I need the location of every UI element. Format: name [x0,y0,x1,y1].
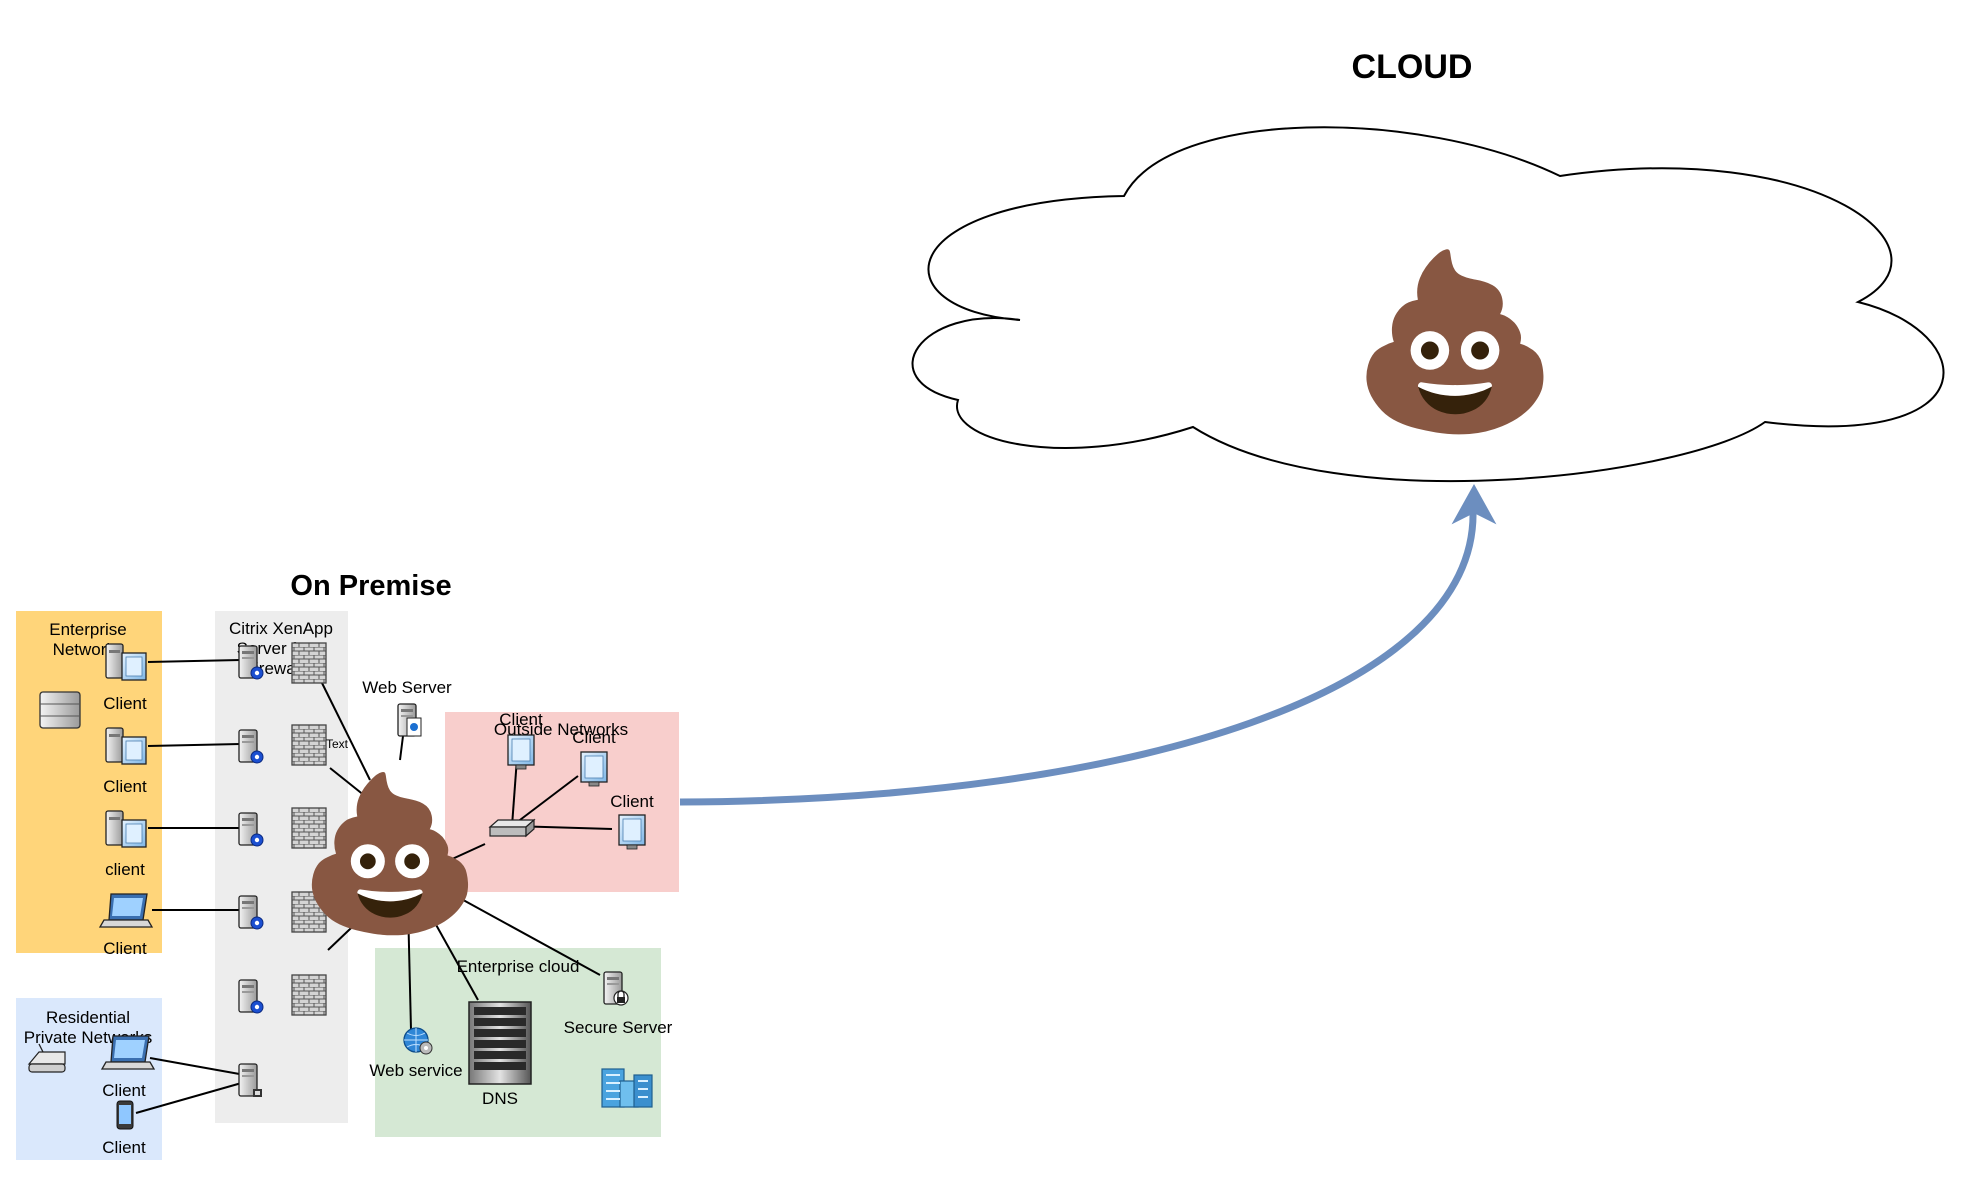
outside-client-icon-2[interactable] [580,751,608,787]
text-placeholder-label: Text [326,737,349,751]
residential-router-icon[interactable] [27,1043,66,1073]
cloud-connector-arrowhead [1451,483,1497,525]
outside-client-label-3: Client [610,792,654,811]
enterprise-cloud-label: Enterprise cloud [457,957,580,976]
web-server-icon[interactable] [397,703,422,737]
outside-client-icon-1[interactable] [507,734,535,770]
cloud-shape [911,126,1945,483]
enterprise-storage-icon [39,691,81,729]
enterprise-client-label-4: Client [103,939,147,958]
cloud-poop-emoji: 💩 [1349,243,1561,441]
firewall-icon-1 [291,642,327,684]
switch-icon[interactable] [488,818,536,838]
cloud-title: CLOUD [1352,48,1473,86]
enterprise-client-label-3: client [105,860,145,879]
buildings-icon [601,1068,653,1108]
outside-client-label-1: Client [499,710,543,729]
outside-networks-label: Outside Networks [494,720,628,739]
gateway-server-icon[interactable] [238,1063,262,1097]
outside-networks-zone [445,712,679,892]
web-server-label: Web Server [362,678,452,697]
secure-server-label: Secure Server [564,1018,673,1037]
citrix-zone [215,611,348,1123]
firewall-icon-2 [291,724,327,766]
cloud-connector-arrow [679,509,1477,806]
outside-client-icon-3[interactable] [618,814,646,850]
dns-label: DNS [482,1089,518,1108]
residential-client-label-1: Client [102,1081,146,1100]
web-service-globe-icon[interactable] [403,1027,433,1055]
enterprise-client-label-2: Client [103,777,147,796]
outside-client-label-2: Client [572,728,616,747]
dns-rack-icon[interactable] [468,1001,532,1085]
enterprise-client-label-1: Client [103,694,147,713]
on-premise-title: On Premise [290,570,451,602]
residential-networks-zone [16,998,162,1160]
residential-client-label-2: Client [102,1138,146,1157]
web-service-label: Web service [369,1061,462,1080]
secure-server-icon[interactable] [603,971,629,1006]
firewall-icon-5 [291,974,327,1016]
residential-phone-icon[interactable] [116,1100,134,1130]
hub-poop-emoji: 💩 [297,767,484,941]
